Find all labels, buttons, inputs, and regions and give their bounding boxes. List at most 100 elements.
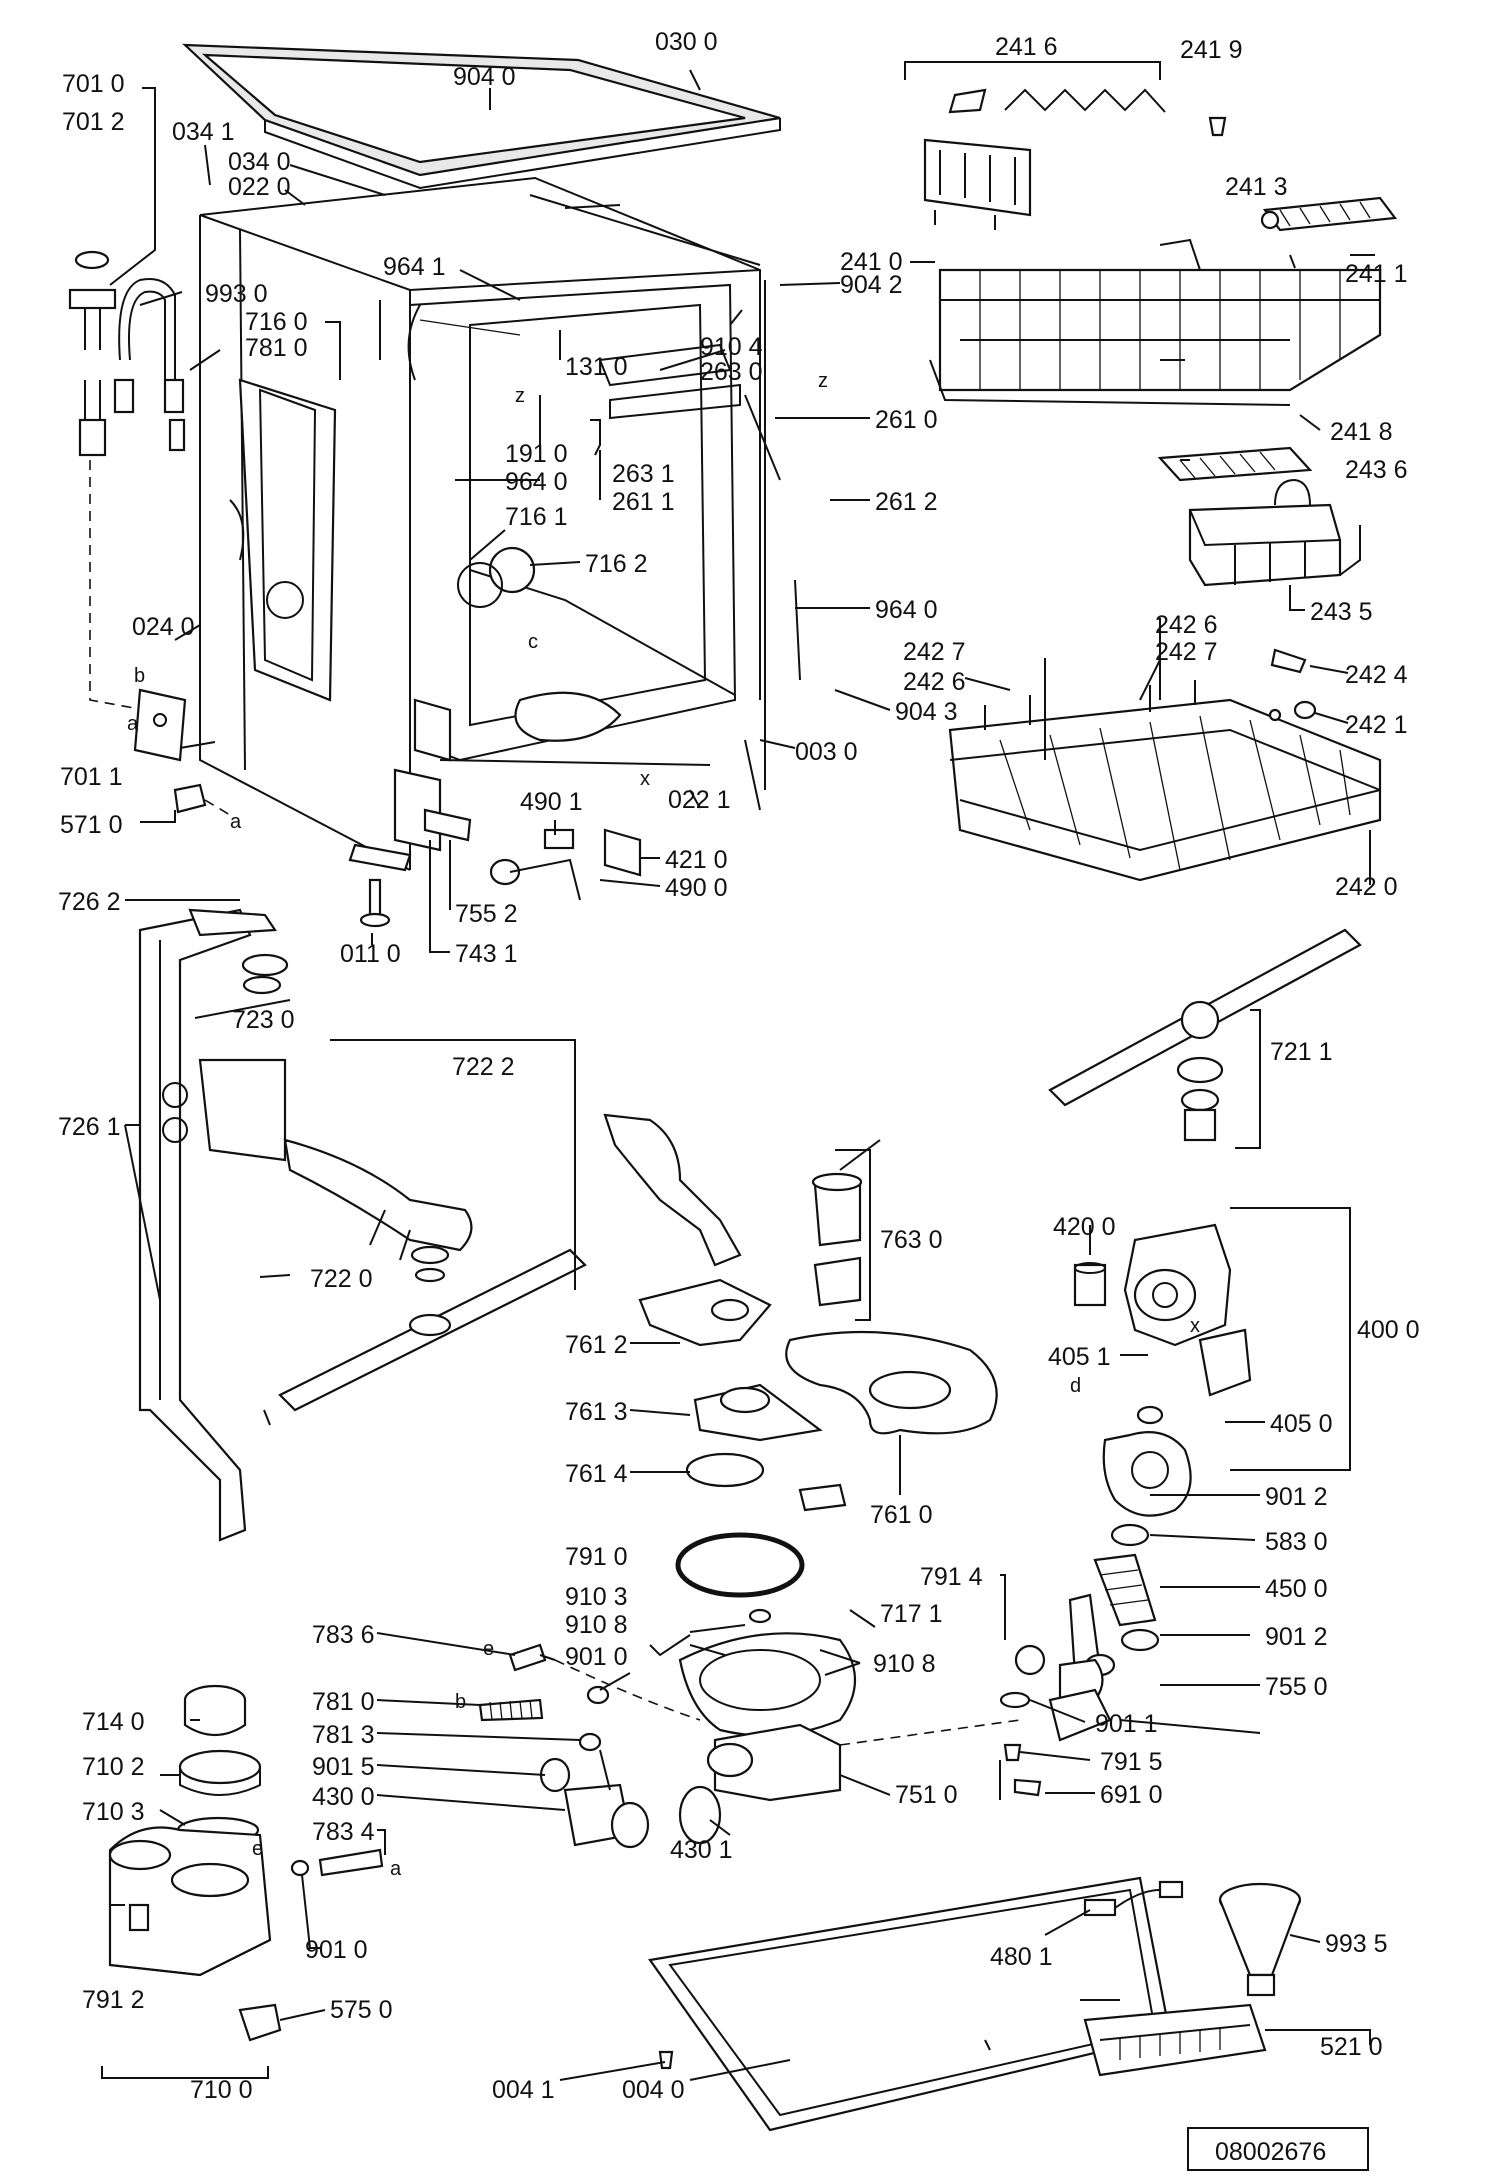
cup-rack-parts	[904, 61, 1227, 230]
label-910-3: 910 3	[565, 1583, 628, 1611]
label-791-4: 791 4	[920, 1563, 983, 1591]
label-910-4: 910 4	[700, 333, 763, 361]
label-405-1: 405 1	[1048, 1343, 1111, 1371]
label-710-2: 710 2	[82, 1753, 145, 1781]
label-421-0: 421 0	[665, 846, 728, 874]
label-571-0: 571 0	[60, 811, 123, 839]
label-011-0: 011 0	[340, 940, 401, 968]
label-241-1: 241 1	[1345, 260, 1408, 288]
label-791-2: 791 2	[82, 1986, 145, 2014]
label-781-0-top: 781 0	[245, 334, 308, 362]
top-lid	[182, 43, 781, 190]
label-716-0: 716 0	[245, 308, 308, 336]
label-242-1: 242 1	[1345, 711, 1408, 739]
label-901-0-a: 901 0	[565, 1643, 628, 1671]
label-701-0: 701 0	[62, 70, 125, 98]
label-716-1: 716 1	[505, 503, 568, 531]
letter-a-1: a	[127, 713, 139, 735]
letter-b-2: b	[455, 1691, 466, 1713]
label-575-0: 575 0	[330, 1996, 393, 2024]
label-490-1: 490 1	[520, 788, 583, 816]
letter-d: d	[1070, 1375, 1081, 1397]
lower-basket	[948, 680, 1382, 882]
door-cable	[1083, 1880, 1184, 1917]
label-024-0: 024 0	[132, 613, 195, 641]
letter-a-3: a	[390, 1858, 402, 1880]
label-726-2: 726 2	[58, 888, 121, 916]
letter-a-2: a	[230, 811, 242, 833]
label-763-0: 763 0	[880, 1226, 943, 1254]
label-717-1: 717 1	[880, 1600, 943, 1628]
letter-c: c	[528, 631, 538, 653]
label-003-0: 003 0	[795, 738, 858, 766]
label-722-2: 722 2	[452, 1053, 515, 1081]
label-710-3: 710 3	[82, 1798, 145, 1826]
label-034-1: 034 1	[172, 118, 235, 146]
label-904-2: 904 2	[840, 271, 903, 299]
label-242-0: 242 0	[1335, 873, 1398, 901]
funnel	[1218, 1882, 1302, 1997]
label-791-0: 791 0	[565, 1543, 628, 1571]
label-751-0: 751 0	[895, 1781, 958, 1809]
label-910-8-b: 910 8	[873, 1650, 936, 1678]
label-910-8-a: 910 8	[565, 1611, 628, 1639]
label-242-6-a: 242 6	[1155, 611, 1218, 639]
label-241-8: 241 8	[1330, 418, 1393, 446]
wash-motor	[1073, 1223, 1252, 1517]
label-781-3: 781 3	[312, 1721, 375, 1749]
label-004-0: 004 0	[622, 2076, 685, 2104]
cutlery-basket	[1157, 446, 1361, 587]
label-901-5: 901 5	[312, 1753, 375, 1781]
label-243-5: 243 5	[1310, 598, 1373, 626]
label-034-0: 034 0	[228, 148, 291, 176]
drawing-number: 08002676	[1215, 2138, 1326, 2166]
label-901-2-b: 901 2	[1265, 1623, 1328, 1651]
label-022-1: 022 1	[668, 786, 731, 814]
label-405-0: 405 0	[1270, 1410, 1333, 1438]
salt-container	[101, 1684, 282, 2079]
leader-lines	[109, 69, 1375, 2081]
fold-down-shelf	[1260, 196, 1398, 232]
label-691-0: 691 0	[1100, 1781, 1163, 1809]
label-030-0: 030 0	[655, 28, 718, 56]
label-964-0-b: 964 0	[875, 596, 938, 624]
label-490-0: 490 0	[665, 874, 728, 902]
water-inlet-bracket	[133, 688, 231, 816]
label-430-1: 430 1	[670, 1836, 733, 1864]
basket-wheels	[1268, 648, 1317, 722]
letter-z-2: z	[818, 370, 828, 392]
letter-x-2: x	[1190, 1315, 1200, 1337]
label-263-1: 263 1	[612, 460, 675, 488]
part-labels: 030 0 904 0 701 0 701 2 034 1 034 0 022 …	[58, 28, 1420, 2104]
label-904-3: 904 3	[895, 698, 958, 726]
drawing-number-box	[1187, 2127, 1369, 2171]
group-brackets	[330, 1009, 1351, 1471]
label-243-6: 243 6	[1345, 456, 1408, 484]
label-755-2: 755 2	[455, 900, 518, 928]
label-993-0: 993 0	[205, 280, 268, 308]
label-480-1: 480 1	[990, 1943, 1053, 1971]
label-241-3: 241 3	[1225, 173, 1288, 201]
label-241-9: 241 9	[1180, 36, 1243, 64]
label-263-0: 263 0	[700, 358, 763, 386]
label-261-1: 261 1	[612, 488, 675, 516]
label-242-4: 242 4	[1345, 661, 1408, 689]
label-761-0: 761 0	[870, 1501, 933, 1529]
sump-assembly	[675, 1532, 1021, 1845]
label-755-0: 755 0	[1265, 1673, 1328, 1701]
label-761-4: 761 4	[565, 1460, 628, 1488]
label-901-0-b: 901 0	[305, 1936, 368, 1964]
letter-e-1: e	[483, 1638, 494, 1660]
upper-basket	[929, 238, 1382, 406]
label-242-7-b: 242 7	[1155, 638, 1218, 666]
label-701-1: 701 1	[60, 763, 123, 791]
label-450-0: 450 0	[1265, 1575, 1328, 1603]
label-191-0: 191 0	[505, 440, 568, 468]
label-791-5: 791 5	[1100, 1748, 1163, 1776]
label-993-5: 993 5	[1325, 1930, 1388, 1958]
hose-small-parts	[290, 1643, 701, 1877]
letter-e-2: e	[252, 1838, 263, 1860]
label-743-1: 743 1	[455, 940, 518, 968]
label-241-6: 241 6	[995, 33, 1058, 61]
label-241-0: 241 0	[840, 248, 903, 276]
